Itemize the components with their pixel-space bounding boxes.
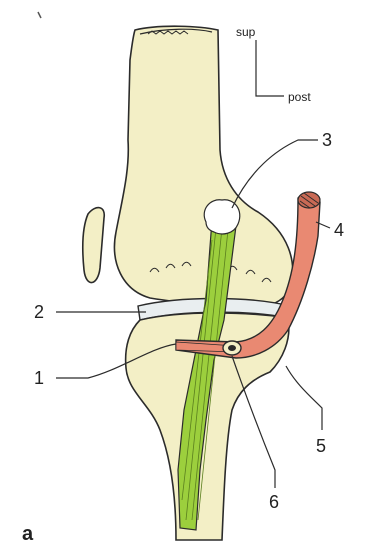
corner-mark xyxy=(38,12,41,18)
ligament-attachment xyxy=(204,200,240,234)
leader-5 xyxy=(286,366,322,430)
tendon-cut-end xyxy=(298,192,320,208)
leader-sup-post xyxy=(256,40,284,96)
callout-1: 1 xyxy=(34,368,44,388)
femur xyxy=(114,26,292,307)
callout-4: 4 xyxy=(334,220,344,240)
callout-6: 6 xyxy=(269,492,279,512)
orientation-sup-label: sup xyxy=(236,25,256,39)
patella xyxy=(83,208,104,283)
callout-5: 5 xyxy=(316,436,326,456)
orientation-post-label: post xyxy=(288,90,311,104)
callout-2: 2 xyxy=(34,302,44,322)
callout-3: 3 xyxy=(322,130,332,150)
bursa-inner xyxy=(228,345,236,351)
panel-label: a xyxy=(22,523,34,545)
